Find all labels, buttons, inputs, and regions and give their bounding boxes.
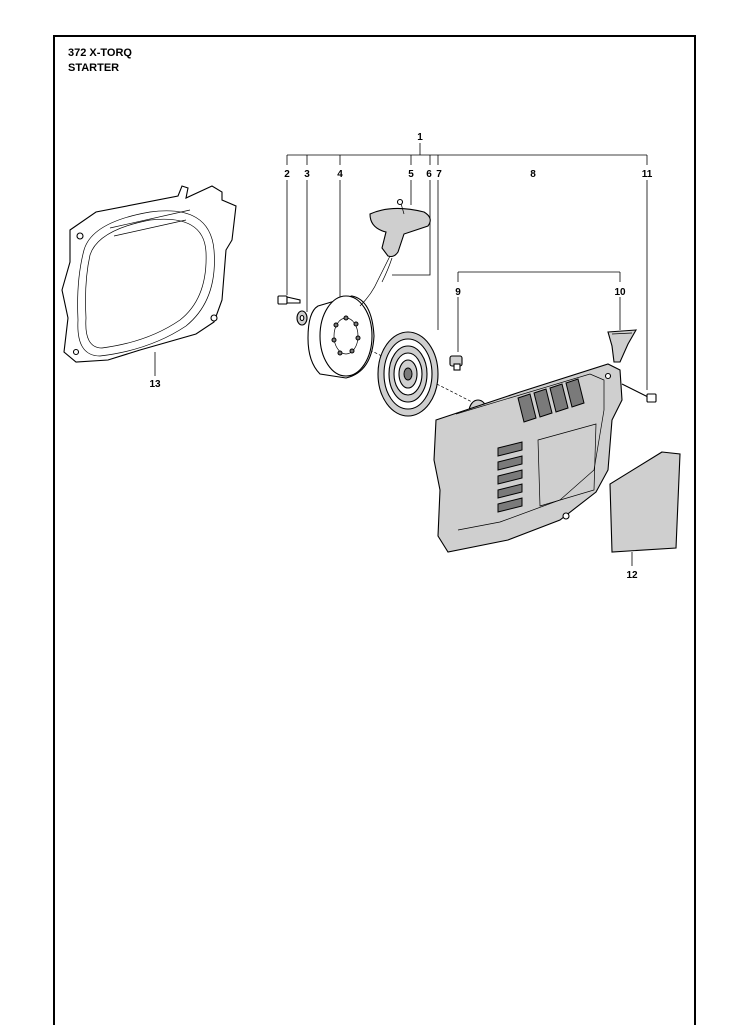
callout-6: 6 bbox=[426, 169, 432, 180]
callout-10: 10 bbox=[614, 287, 626, 298]
part-5-6-handle-rope bbox=[359, 198, 431, 307]
page-frame bbox=[53, 35, 696, 1025]
callout-9: 9 bbox=[455, 287, 461, 298]
callout-12: 12 bbox=[626, 570, 638, 581]
callout-3: 3 bbox=[304, 169, 310, 180]
page-title: 372 X-TORQ STARTER bbox=[68, 46, 132, 76]
callout-4: 4 bbox=[337, 169, 343, 180]
part-4-pulley bbox=[307, 295, 375, 379]
part-2-screw bbox=[277, 295, 301, 305]
part-12-decal bbox=[609, 451, 681, 553]
part-9-bushing bbox=[449, 355, 463, 371]
part-leaders bbox=[154, 180, 648, 566]
callout-13: 13 bbox=[149, 379, 161, 390]
model-name: 372 X-TORQ bbox=[68, 47, 132, 59]
callout-1: 1 bbox=[417, 132, 423, 143]
section-name: STARTER bbox=[68, 62, 120, 74]
callout-labels: 1 2 3 4 5 6 7 8 9 10 11 12 13 bbox=[149, 132, 652, 581]
part-10-rope-guide bbox=[607, 329, 637, 363]
part-11-screw bbox=[621, 383, 657, 403]
part-7-recoil-spring bbox=[377, 331, 439, 417]
leader-group-1 bbox=[286, 143, 648, 165]
part-3-washer bbox=[296, 310, 308, 326]
callout-2: 2 bbox=[284, 169, 290, 180]
callout-7: 7 bbox=[436, 169, 442, 180]
callout-5: 5 bbox=[408, 169, 414, 180]
part-13-air-guide bbox=[61, 185, 237, 363]
callout-8: 8 bbox=[530, 169, 536, 180]
callout-11: 11 bbox=[642, 169, 653, 180]
part-8-starter-cover bbox=[433, 363, 623, 553]
